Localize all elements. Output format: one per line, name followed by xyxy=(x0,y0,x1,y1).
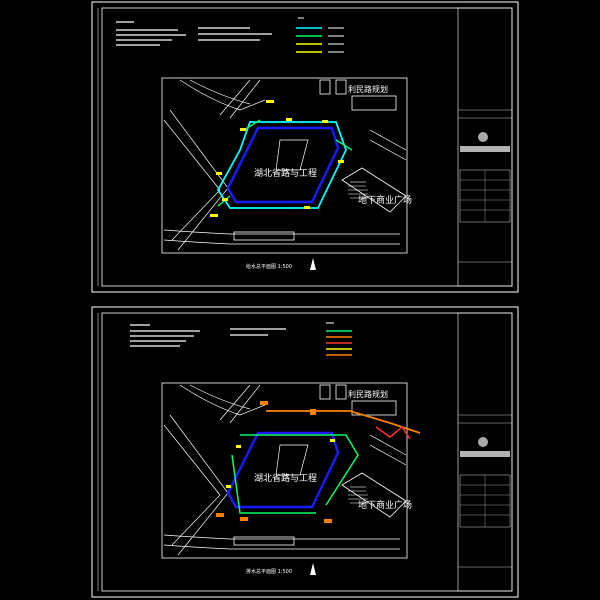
plan-caption: 排水总平面图 1:500 xyxy=(246,568,292,575)
pipe-legend xyxy=(296,17,344,53)
plan-border xyxy=(161,77,408,254)
site-plan-bottom: 利民路规划 地下商业广场 湖北省路与工程 排水总平面图 1:500 xyxy=(91,306,519,598)
building-label: 湖北省路与工程 xyxy=(254,472,317,484)
atrium xyxy=(275,139,309,171)
roads xyxy=(163,79,407,251)
plan-caption: 给水总平面图 1:500 xyxy=(246,263,292,270)
title-block xyxy=(457,312,513,592)
site-label-a: 利民路规划 xyxy=(348,84,388,94)
atrium xyxy=(275,444,309,476)
building-footprint xyxy=(226,126,340,204)
north-arrow-icon xyxy=(310,563,316,575)
pipe-legend xyxy=(326,322,352,356)
design-notes xyxy=(130,324,286,347)
company-seal-icon xyxy=(478,132,488,142)
sewer-main-pipe xyxy=(266,410,421,434)
parking-hatch xyxy=(348,486,368,504)
building-label: 湖北省路与工程 xyxy=(254,167,317,179)
drawing-sheet-bottom: 利民路规划 地下商业广场 湖北省路与工程 排水总平面图 1:500 xyxy=(90,305,520,600)
valve-markers xyxy=(210,100,344,217)
storm-drain-pipes xyxy=(231,434,359,514)
title-block xyxy=(457,7,513,287)
inlet-markers xyxy=(226,439,335,488)
building-footprint xyxy=(226,431,340,509)
existing-buildings xyxy=(233,79,407,241)
drawing-sheet-top: 利民路规划 地下商业广场 湖北省路与工程 给水总平面图 1:500 xyxy=(90,0,520,295)
outfall-pipe xyxy=(375,425,411,440)
company-seal-icon xyxy=(478,437,488,447)
outer-frame xyxy=(91,306,519,598)
plan-border xyxy=(161,382,408,559)
site-label-a: 利民路规划 xyxy=(348,389,388,399)
site-plan-top: 利民路规划 地下商业广场 湖北省路与工程 给水总平面图 1:500 xyxy=(91,1,519,293)
site-label-b: 地下商业广场 xyxy=(358,194,412,206)
water-main-loop xyxy=(216,121,347,209)
existing-buildings xyxy=(233,384,407,546)
design-notes xyxy=(116,21,272,46)
site-label-b: 地下商业广场 xyxy=(358,499,412,511)
outer-frame xyxy=(91,1,519,293)
north-arrow-icon xyxy=(310,258,316,270)
manhole-markers xyxy=(216,401,332,523)
roads xyxy=(163,384,407,556)
parking-hatch xyxy=(348,181,368,199)
